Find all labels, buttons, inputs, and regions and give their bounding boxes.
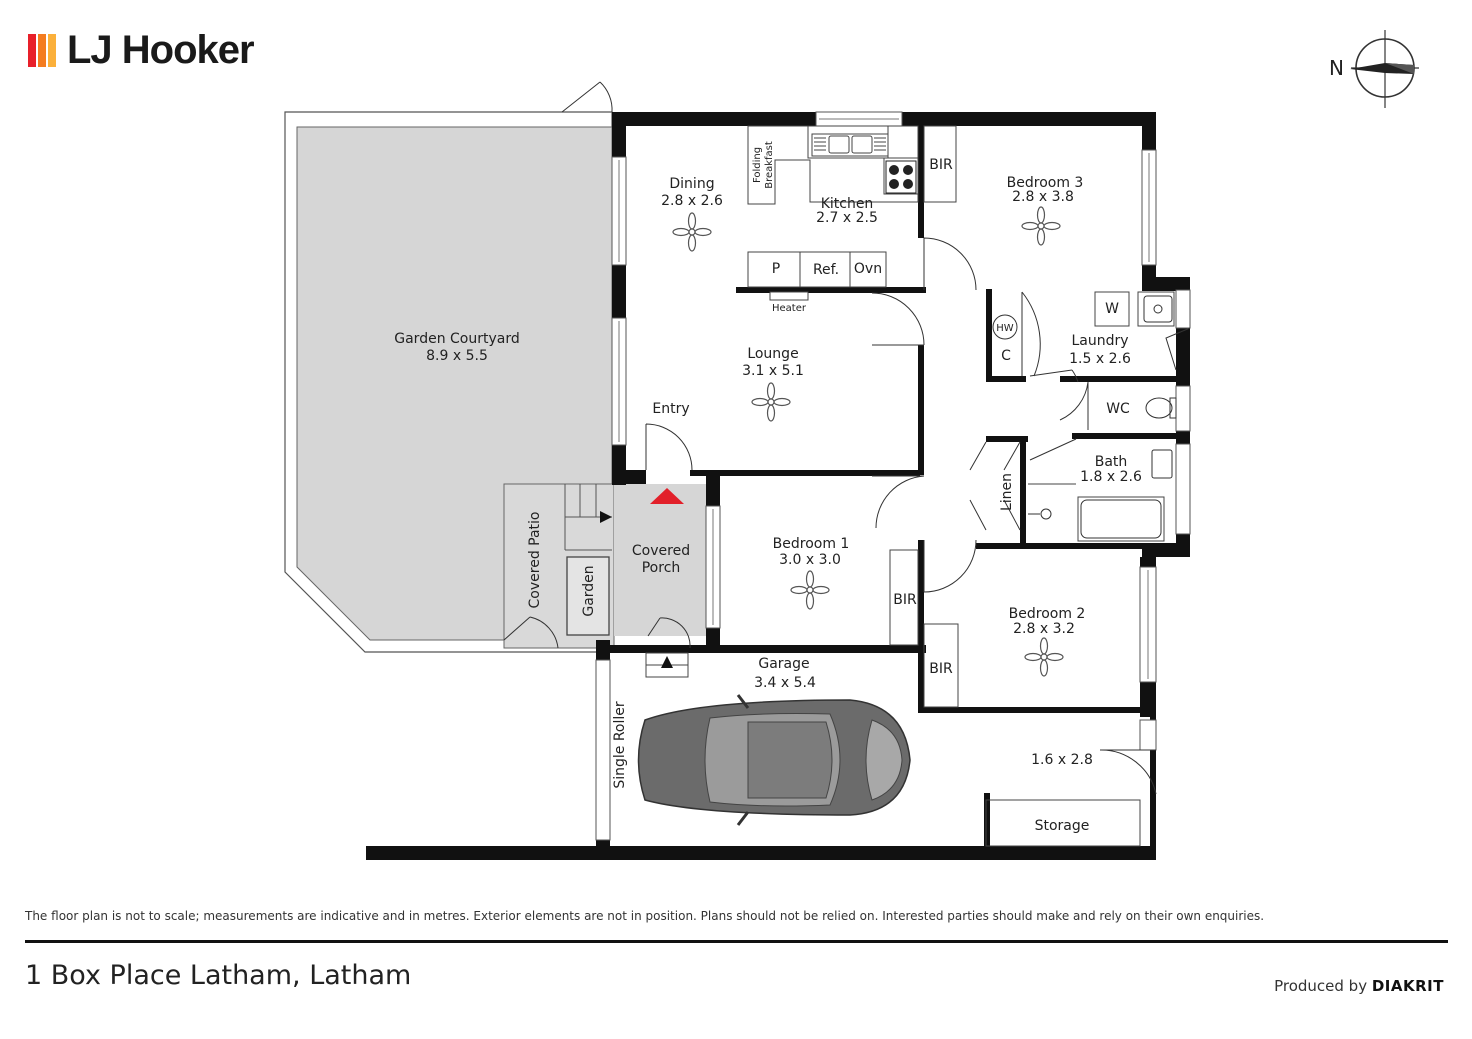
logo-bar-orange [38, 33, 46, 67]
label-folding-breakfast-1: Folding [752, 147, 763, 183]
logo-bar-yellow [48, 33, 56, 67]
covered-porch-area [614, 484, 706, 636]
label-cupboard: C [1001, 348, 1011, 364]
label-heater: Heater [772, 303, 807, 314]
label-bir-bedroom1: BIR [893, 592, 917, 608]
label-entry: Entry [652, 401, 689, 417]
size-lounge: 3.1 x 5.1 [742, 363, 804, 379]
size-bedroom2: 2.8 x 3.2 [1013, 621, 1075, 637]
label-fridge: Ref. [813, 262, 839, 278]
logo-bar-red [28, 33, 36, 67]
label-hot-water: HW [996, 323, 1014, 334]
label-wc: WC [1106, 401, 1130, 417]
north-label: N [1329, 56, 1344, 80]
size-dining: 2.8 x 2.6 [661, 193, 723, 209]
brand-name: LJ Hooker [67, 28, 255, 72]
label-garden: Garden [581, 565, 597, 616]
label-bath: Bath [1095, 454, 1128, 470]
produced-by-label: Produced by [1274, 977, 1368, 995]
label-dining: Dining [669, 176, 714, 192]
cooktop-icon [885, 160, 917, 194]
size-laundry: 1.5 x 2.6 [1069, 351, 1131, 367]
garden-bed [566, 556, 610, 636]
brand-logo: LJ Hooker [28, 28, 255, 72]
floor-plan: Garden Courtyard 8.9 x 5.5 Dining 2.8 x … [284, 81, 1191, 860]
car-icon [637, 694, 911, 826]
size-garage: 3.4 x 5.4 [754, 675, 816, 691]
label-covered-patio: Covered Patio [527, 512, 543, 609]
label-covered-porch-1: Covered [632, 543, 690, 559]
producer-name: DIAKRIT [1371, 977, 1444, 995]
label-bedroom3: Bedroom 3 [1007, 175, 1084, 191]
size-kitchen: 2.7 x 2.5 [816, 210, 878, 226]
label-folding-breakfast-2: Breakfast [764, 141, 775, 189]
label-single-roller: Single Roller [612, 701, 628, 789]
size-bedroom1: 3.0 x 3.0 [779, 552, 841, 568]
compass-icon: N [1329, 30, 1419, 108]
label-bir-bedroom2: BIR [929, 661, 953, 677]
property-address: 1 Box Place Latham, Latham [25, 960, 412, 991]
label-pantry: P [772, 261, 780, 277]
label-washer: W [1105, 301, 1119, 317]
label-lounge: Lounge [747, 346, 798, 362]
label-oven: Ovn [854, 261, 882, 277]
producer-credit: Produced by DIAKRIT [1274, 977, 1444, 995]
footer-divider [25, 940, 1448, 943]
size-storage-area: 1.6 x 2.8 [1031, 752, 1093, 768]
size-garden-courtyard: 8.9 x 5.5 [426, 348, 488, 364]
size-bath: 1.8 x 2.6 [1080, 469, 1142, 485]
entry-marker-icon [650, 488, 684, 504]
label-storage: Storage [1035, 818, 1090, 834]
label-garage: Garage [758, 656, 809, 672]
label-bedroom1: Bedroom 1 [773, 536, 850, 552]
label-bir-bedroom3: BIR [929, 157, 953, 173]
disclaimer-text: The floor plan is not to scale; measurem… [25, 909, 1265, 923]
label-kitchen: Kitchen [821, 196, 874, 212]
label-garden-courtyard: Garden Courtyard [394, 331, 519, 347]
label-covered-porch-2: Porch [642, 560, 681, 576]
size-bedroom3: 2.8 x 3.8 [1012, 189, 1074, 205]
label-bedroom2: Bedroom 2 [1009, 606, 1086, 622]
label-laundry: Laundry [1071, 333, 1128, 349]
label-linen: Linen [999, 473, 1015, 511]
ceiling-fan-icons [672, 206, 1064, 677]
